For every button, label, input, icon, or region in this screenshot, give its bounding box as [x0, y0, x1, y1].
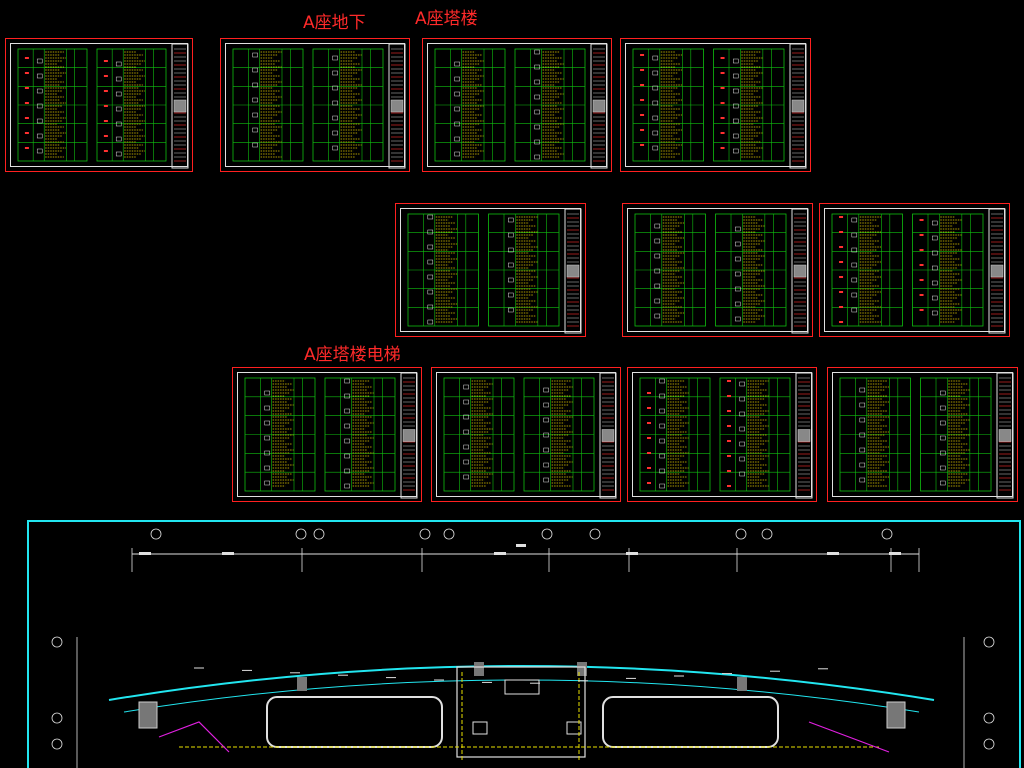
- schedule-sheet[interactable]: [620, 38, 811, 172]
- sheet-drawing: [632, 43, 807, 169]
- schedule-sheet[interactable]: [431, 367, 621, 502]
- sheet-drawing: [639, 372, 813, 499]
- sheet-drawing: [407, 208, 582, 334]
- sheet-drawing: [434, 43, 608, 169]
- sheet-drawing: [634, 208, 809, 334]
- label-basement: A座地下: [303, 13, 366, 33]
- schedule-sheet[interactable]: [395, 203, 586, 337]
- sheet-drawing: [244, 372, 418, 499]
- floor-plan[interactable]: [27, 520, 1021, 768]
- schedule-sheet[interactable]: [622, 203, 813, 337]
- schedule-sheet[interactable]: [627, 367, 817, 502]
- sheet-drawing: [232, 43, 406, 169]
- floor-plan-drawing: [51, 528, 995, 768]
- sheet-drawing: [17, 43, 189, 169]
- sheet-drawing: [831, 208, 1006, 334]
- sheet-drawing: [839, 372, 1014, 499]
- label-tower-elevator: A座塔楼电梯: [304, 345, 401, 365]
- sheet-drawing: [443, 372, 617, 499]
- schedule-sheet[interactable]: [232, 367, 422, 502]
- schedule-sheet[interactable]: [827, 367, 1018, 502]
- schedule-sheet[interactable]: [5, 38, 193, 172]
- schedule-sheet[interactable]: [422, 38, 612, 172]
- label-tower: A座塔楼: [415, 9, 478, 29]
- schedule-sheet[interactable]: [220, 38, 410, 172]
- schedule-sheet[interactable]: [819, 203, 1010, 337]
